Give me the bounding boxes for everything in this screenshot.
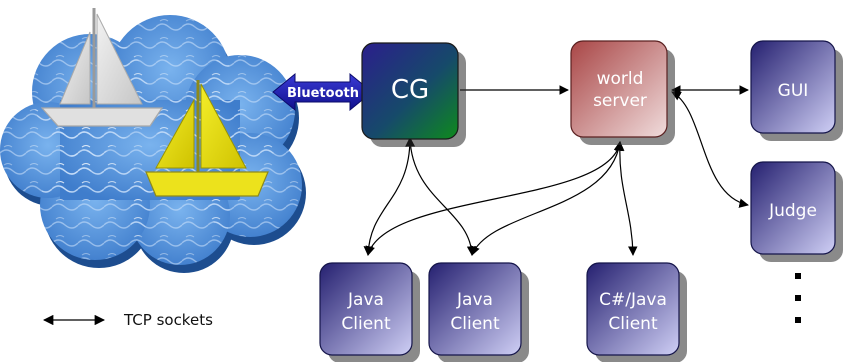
connection-server-judge [671,91,749,208]
water-cloud-illustration [0,8,306,273]
connections [363,85,749,256]
node-java-client-2-line1: Java [456,290,493,310]
connection-cg-client1 [363,137,415,256]
bluetooth-link: Bluetooth [272,72,373,112]
connection-server-client2 [470,141,624,256]
node-judge-label: Judge [768,201,817,221]
node-world-server-line1: world [597,69,644,89]
node-csharp-client-line2: Client [608,314,658,334]
connection-server-client1 [365,141,624,256]
legend-label: TCP sockets [123,311,213,329]
node-cg: CG [361,42,466,147]
white-sailboat [40,8,164,127]
bluetooth-label: Bluetooth [287,86,359,101]
legend: TCP sockets [42,311,213,329]
node-judge: Judge [750,161,843,262]
node-java-client-2: Java Client [428,262,529,362]
node-java-client-1: Java Client [319,262,420,362]
connection-cg-client2 [405,137,477,256]
node-world-server-line2: server [593,91,647,111]
yellow-sailboat [145,80,269,197]
node-gui: GUI [750,40,843,141]
node-java-client-1-line1: Java [347,290,384,310]
node-java-client-2-line2: Client [450,314,500,334]
node-java-client-1-line2: Client [341,314,391,334]
node-gui-label: GUI [778,81,809,101]
node-csharp-client: C#/Java Client [586,262,687,362]
node-cg-label: CG [391,75,429,105]
node-csharp-client-line1: C#/Java [599,290,667,310]
connection-server-csharp [614,141,638,256]
more-nodes-ellipsis [795,273,801,323]
node-world-server: world server [570,40,675,145]
